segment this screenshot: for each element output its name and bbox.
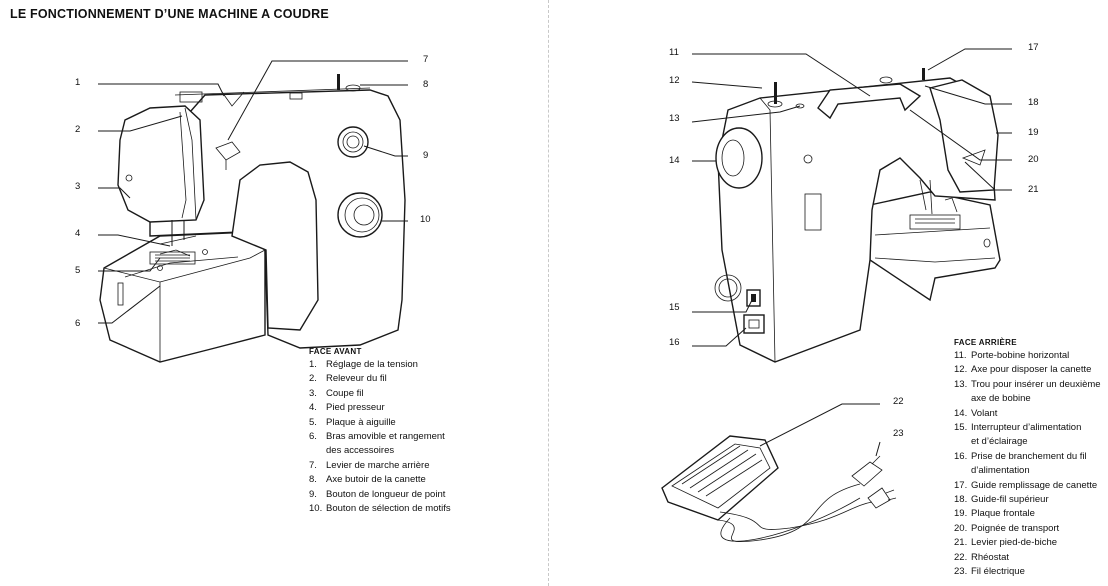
callout-2: 2 — [75, 124, 81, 135]
legend-item: 18.Guide-fil supérieur — [954, 494, 1049, 506]
legend-item: axe de bobine — [971, 393, 1031, 405]
front-legend: 1.Réglage de la tension 2.Releveur du fi… — [309, 358, 539, 516]
foot-pedal-drawing — [661, 403, 897, 543]
legend-item: 21.Levier pied-de-biche — [954, 537, 1058, 549]
page-divider — [548, 0, 549, 586]
legend-item: 12.Axe pour disposer la canette — [954, 364, 1092, 376]
legend-item: 2.Releveur du fil — [309, 373, 387, 385]
legend-item: 5.Plaque à aiguille — [309, 416, 396, 428]
legend-item: 3.Coupe fil — [309, 387, 364, 399]
callout-20: 20 — [1028, 154, 1039, 165]
callout-10: 10 — [420, 214, 431, 225]
legend-item: d’alimentation — [971, 465, 1030, 477]
callout-13: 13 — [669, 113, 680, 124]
legend-item: 20.Poignée de transport — [954, 522, 1060, 534]
legend-item: 1.Réglage de la tension — [309, 359, 418, 370]
front-machine-drawing — [98, 60, 408, 363]
back-machine-drawing — [691, 48, 1012, 363]
legend-item: 10.Bouton de sélection de motifs — [309, 503, 451, 515]
legend-item: 22.Rhéostat — [954, 551, 1010, 563]
callout-22: 22 — [893, 396, 904, 407]
callout-1: 1 — [75, 77, 81, 88]
callout-16: 16 — [669, 337, 680, 348]
back-legend: 11.Porte-bobine horizontal 12.Axe pour d… — [954, 349, 1106, 580]
legend-item: 6.Bras amovible et rangement — [309, 431, 445, 443]
page-title: LE FONCTIONNEMENT D’UNE MACHINE A COUDRE — [10, 7, 329, 21]
legend-item: 23.Fil électrique — [954, 566, 1025, 578]
legend-item: 11.Porte-bobine horizontal — [954, 350, 1070, 361]
legend-item: 7.Levier de marche arrière — [309, 459, 430, 471]
callout-21: 21 — [1028, 184, 1039, 195]
callout-6: 6 — [75, 318, 81, 329]
legend-item: 19.Plaque frontale — [954, 508, 1035, 520]
legend-item: des accessoires — [326, 445, 395, 457]
callout-14: 14 — [669, 155, 680, 166]
callout-15: 15 — [669, 302, 680, 313]
back-legend-heading: FACE ARRIÈRE — [954, 338, 1017, 347]
callout-18: 18 — [1028, 97, 1039, 108]
legend-item: 15.Interrupteur d’alimentation — [954, 422, 1082, 434]
front-legend-heading: FACE AVANT — [309, 347, 362, 356]
callout-4: 4 — [75, 228, 81, 239]
callout-9: 9 — [423, 150, 429, 161]
callout-11: 11 — [669, 47, 679, 58]
callout-17: 17 — [1028, 42, 1039, 53]
callout-8: 8 — [423, 79, 429, 90]
legend-item: 9.Bouton de longueur de point — [309, 488, 446, 500]
callout-23: 23 — [893, 428, 904, 439]
legend-item: 4.Pied presseur — [309, 402, 385, 414]
legend-item: 17.Guide remplissage de canette — [954, 479, 1098, 491]
callout-19: 19 — [1028, 127, 1039, 138]
legend-item: 8.Axe butoir de la canette — [309, 474, 426, 486]
callout-7: 7 — [423, 54, 429, 65]
legend-item: et d’éclairage — [971, 436, 1028, 448]
legend-item: 16.Prise de branchement du fil — [954, 450, 1087, 462]
legend-item: 14.Volant — [954, 407, 998, 419]
legend-item: 13.Trou pour insérer un deuxième — [954, 378, 1101, 390]
callout-12: 12 — [669, 75, 680, 86]
callout-5: 5 — [75, 265, 81, 276]
callout-3: 3 — [75, 181, 81, 192]
